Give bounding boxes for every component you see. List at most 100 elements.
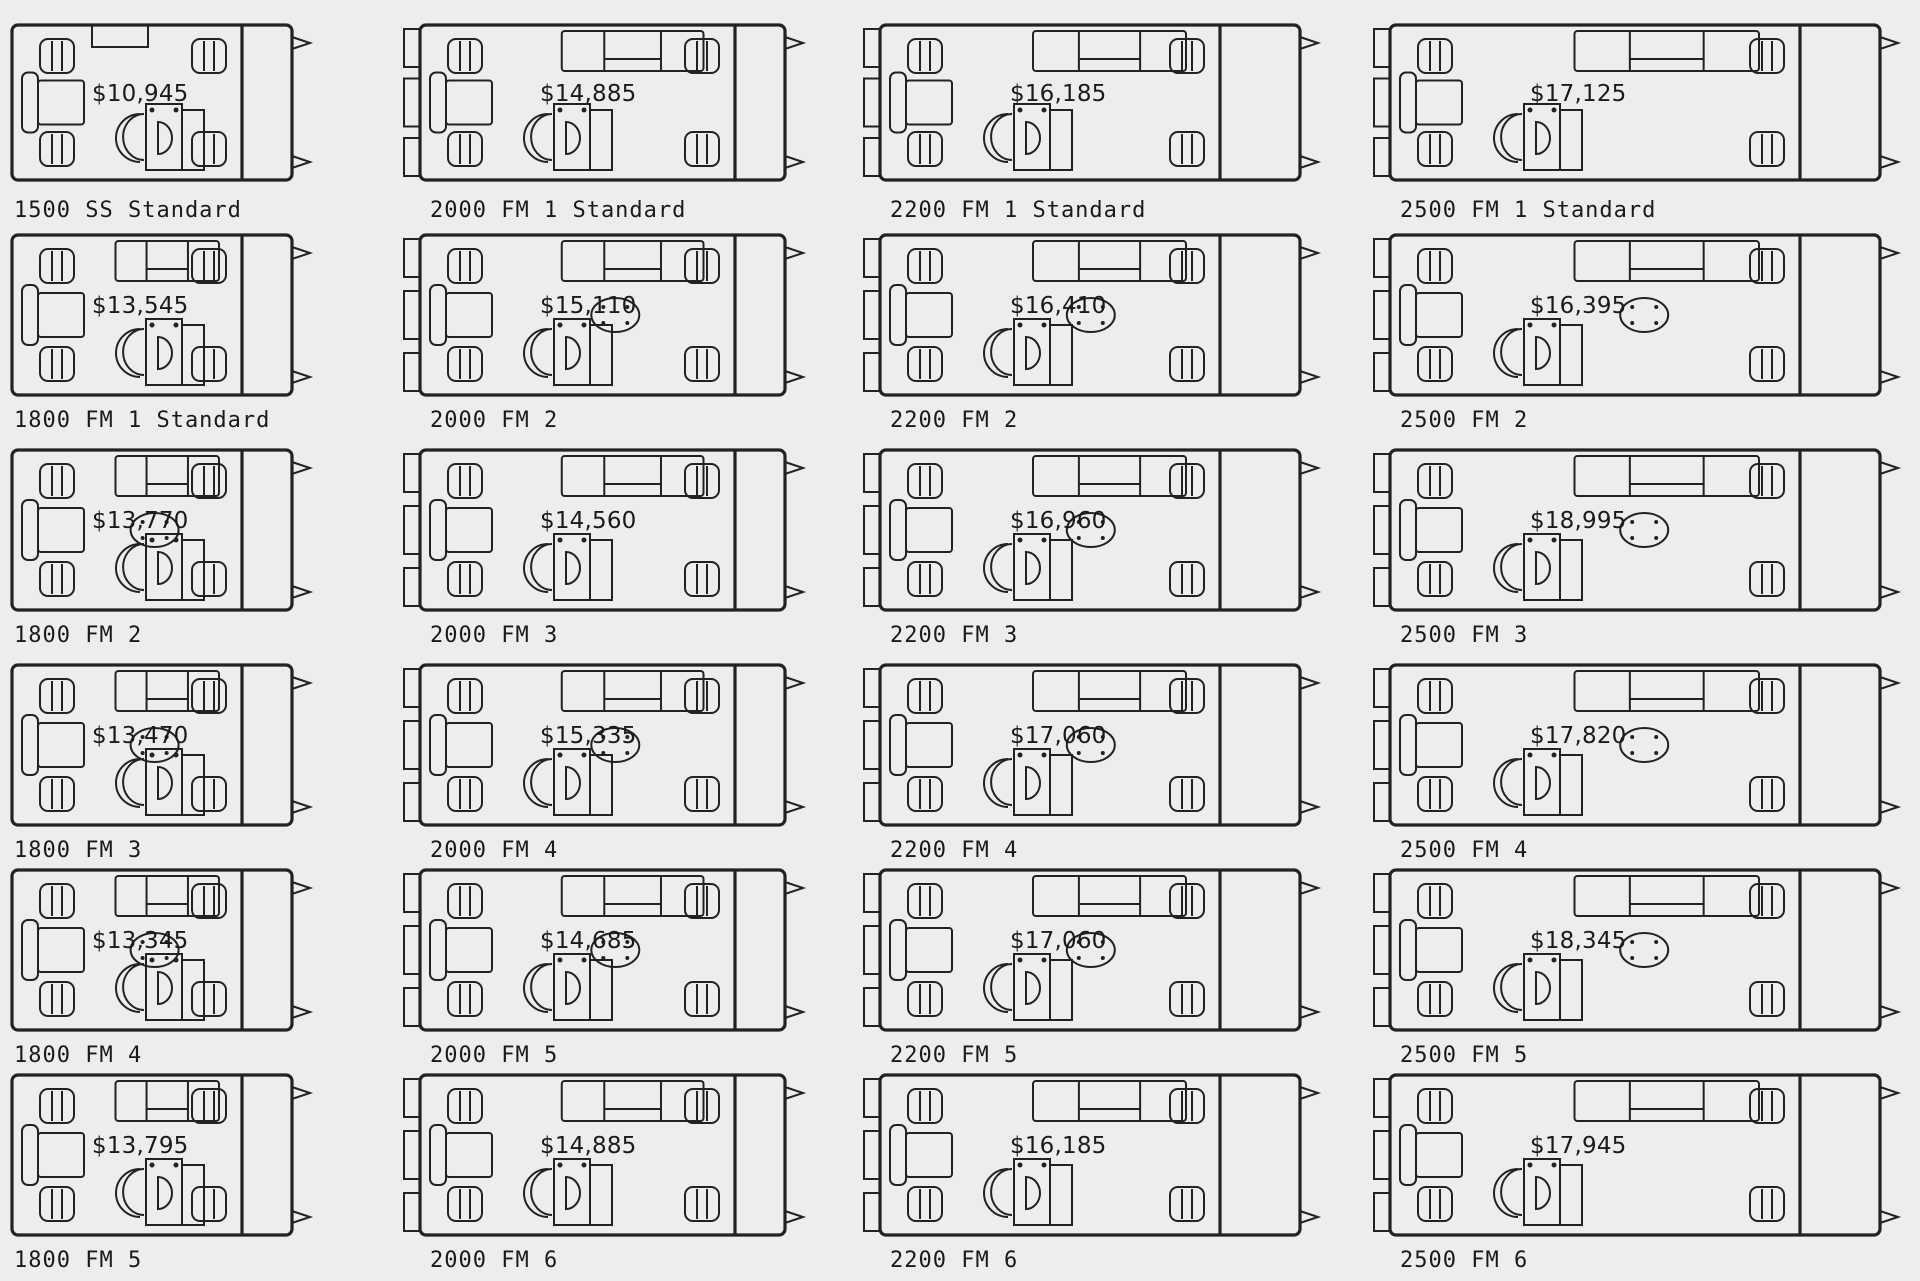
seat-icon — [907, 678, 943, 714]
helm-console-icon — [115, 1158, 205, 1226]
seat-icon — [1749, 981, 1785, 1017]
lounge-sofa-icon — [560, 455, 705, 497]
boat-diagram — [1373, 868, 1902, 1032]
helm-console-icon — [523, 103, 613, 171]
seat-icon — [1749, 463, 1785, 499]
table-icon — [1619, 727, 1670, 763]
helm-console-icon — [1493, 1158, 1583, 1226]
lounge-sofa-icon — [1032, 875, 1187, 917]
seat-icon — [684, 463, 720, 499]
seat-icon — [907, 1088, 943, 1124]
seat-icon — [447, 38, 483, 74]
price-label: $14,560 — [540, 508, 637, 534]
helm-console-icon — [523, 748, 613, 816]
lounge-sofa-icon — [560, 240, 705, 282]
seat-icon — [1417, 131, 1453, 167]
helm-console-icon — [983, 318, 1073, 386]
boat-diagram — [1373, 1073, 1902, 1237]
boat-diagram — [403, 23, 807, 182]
seat-icon — [447, 1088, 483, 1124]
table-icon — [129, 727, 180, 763]
lounge-sofa-icon — [560, 1080, 705, 1122]
model-label: 2000 FM 5 — [430, 1043, 559, 1068]
seat-icon — [684, 981, 720, 1017]
seat-icon — [191, 678, 227, 714]
lounge-sofa-icon — [114, 875, 220, 917]
seat-icon — [39, 38, 75, 74]
helm-console-icon — [1493, 103, 1583, 171]
lounge-sofa-icon — [1032, 1080, 1187, 1122]
seat-icon — [1417, 678, 1453, 714]
seat-icon — [191, 248, 227, 284]
seat-icon — [39, 248, 75, 284]
table-icon — [1065, 727, 1116, 763]
model-label: 2200 FM 2 — [890, 408, 1019, 433]
seat-icon — [1749, 678, 1785, 714]
price-label: $14,885 — [540, 80, 637, 107]
helm-console-icon — [523, 953, 613, 1021]
boat-diagram — [1373, 448, 1902, 612]
seat-icon — [1749, 248, 1785, 284]
seat-icon — [907, 981, 943, 1017]
seat-icon — [1749, 38, 1785, 74]
price-label: $14,885 — [540, 1133, 637, 1159]
seat-icon — [191, 38, 227, 74]
helm-console-icon — [115, 533, 205, 601]
seat-icon — [191, 981, 227, 1017]
lounge-sofa-icon — [114, 455, 220, 497]
seat-icon — [39, 678, 75, 714]
seat-icon — [1417, 776, 1453, 812]
boat-diagram — [863, 1073, 1322, 1237]
seat-icon — [191, 1088, 227, 1124]
seat-icon — [684, 561, 720, 597]
seat-icon — [1417, 981, 1453, 1017]
seat-icon — [907, 776, 943, 812]
boat-diagram — [10, 233, 314, 397]
model-label: 2500 FM 6 — [1400, 1248, 1529, 1273]
model-label: 1800 FM 1 Standard — [14, 408, 271, 433]
price-label: $16,410 — [1010, 293, 1107, 319]
seat-icon — [447, 981, 483, 1017]
boat-diagram — [863, 23, 1322, 182]
seat-icon — [1417, 1186, 1453, 1222]
seat-icon — [447, 678, 483, 714]
helm-console-icon — [983, 103, 1073, 171]
seat-icon — [39, 561, 75, 597]
model-label: 2200 FM 6 — [890, 1248, 1019, 1273]
lounge-sofa-icon — [560, 875, 705, 917]
seat-icon — [907, 38, 943, 74]
seat-icon — [39, 346, 75, 382]
table-icon — [1619, 932, 1670, 968]
helm-console-icon — [115, 953, 205, 1021]
model-label: 1500 SS Standard — [14, 198, 242, 223]
seat-icon — [39, 776, 75, 812]
price-label: $15,335 — [540, 723, 637, 749]
seat-icon — [39, 131, 75, 167]
boat-diagram — [403, 233, 807, 397]
seat-icon — [1169, 248, 1205, 284]
seat-icon — [191, 463, 227, 499]
model-label: 2000 FM 1 Standard — [430, 198, 687, 223]
price-label: $13,795 — [92, 1133, 189, 1159]
price-label: $17,060 — [1010, 723, 1107, 749]
seat-icon — [1169, 678, 1205, 714]
boat-diagram — [863, 233, 1322, 397]
helm-console-icon — [983, 748, 1073, 816]
seat-icon — [1417, 38, 1453, 74]
model-label: 2500 FM 5 — [1400, 1043, 1529, 1068]
lounge-sofa-icon — [560, 670, 705, 712]
table-icon — [129, 512, 180, 548]
lounge-sofa-icon — [1573, 455, 1760, 497]
seat-icon — [1417, 346, 1453, 382]
helm-console-icon — [983, 953, 1073, 1021]
lounge-sofa-icon — [1032, 670, 1187, 712]
table-icon — [1619, 297, 1670, 333]
